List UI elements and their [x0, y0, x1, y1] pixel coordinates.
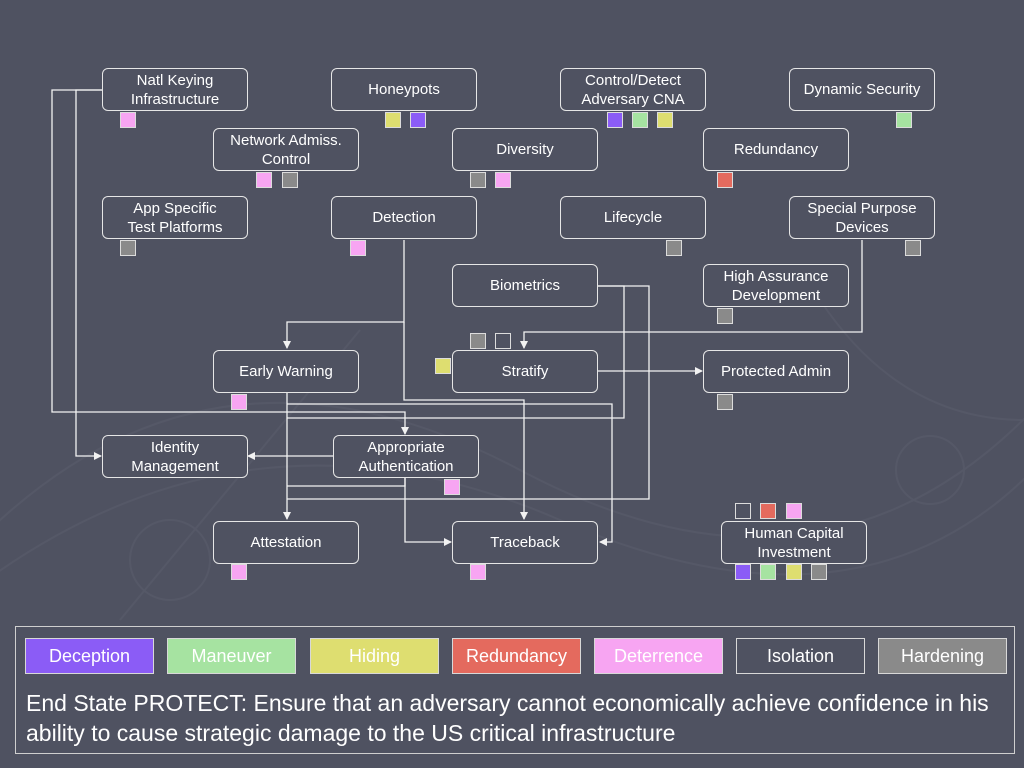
- chip-redundancy: [717, 172, 733, 188]
- node-dynamic-security[interactable]: Dynamic Security: [789, 68, 935, 111]
- node-biometrics[interactable]: Biometrics: [452, 264, 598, 307]
- node-label: Redundancy: [733, 141, 819, 158]
- chip-deterrence: [231, 564, 247, 580]
- node-label: Attestation: [250, 534, 322, 551]
- chip-deterrence: [231, 394, 247, 410]
- legend-deception: Deception: [25, 638, 154, 674]
- legend-hardening: Hardening: [878, 638, 1007, 674]
- chip-hiding: [435, 358, 451, 374]
- node-protected-admin[interactable]: Protected Admin: [703, 350, 849, 393]
- node-label: Natl Keying Infrastructure: [130, 71, 220, 108]
- node-natl-keying-infrastructure[interactable]: Natl Keying Infrastructure: [102, 68, 248, 111]
- node-attestation[interactable]: Attestation: [213, 521, 359, 564]
- legend-isolation: Isolation: [736, 638, 865, 674]
- node-label: Biometrics: [489, 277, 560, 294]
- node-app-specific-test-platforms[interactable]: App Specific Test Platforms: [102, 196, 248, 239]
- legend-hiding: Hiding: [310, 638, 439, 674]
- chip-hiding: [385, 112, 401, 128]
- chip-hardening: [717, 308, 733, 324]
- chip-hiding: [657, 112, 673, 128]
- chip-hardening: [470, 172, 486, 188]
- legend-maneuver: Maneuver: [167, 638, 296, 674]
- node-label: Human Capital Investment: [744, 524, 844, 561]
- chip-deterrence: [470, 564, 486, 580]
- node-label: Honeypots: [368, 81, 440, 98]
- chip-deterrence: [495, 172, 511, 188]
- chip-hardening: [470, 333, 486, 349]
- node-label: Early Warning: [239, 363, 333, 380]
- node-honeypots[interactable]: Honeypots: [331, 68, 477, 111]
- node-label: Traceback: [490, 534, 560, 551]
- node-label: Dynamic Security: [803, 81, 921, 98]
- chip-hardening: [811, 564, 827, 580]
- node-label: Detection: [372, 209, 436, 226]
- node-appropriate-authentication[interactable]: Appropriate Authentication: [333, 435, 479, 478]
- node-label: App Specific Test Platforms: [127, 199, 223, 236]
- node-traceback[interactable]: Traceback: [452, 521, 598, 564]
- node-label: Stratify: [501, 363, 549, 380]
- node-high-assurance-development[interactable]: High Assurance Development: [703, 264, 849, 307]
- chip-isolation: [495, 333, 511, 349]
- node-label: Control/Detect Adversary CNA: [581, 71, 685, 108]
- chip-deterrence: [444, 479, 460, 495]
- node-stratify[interactable]: Stratify: [452, 350, 598, 393]
- chip-hardening: [905, 240, 921, 256]
- node-network-admiss-control[interactable]: Network Admiss. Control: [213, 128, 359, 171]
- chip-deception: [735, 564, 751, 580]
- legend-panel: [15, 626, 1015, 754]
- chip-hiding: [786, 564, 802, 580]
- end-state-statement: End State PROTECT: Ensure that an advers…: [26, 690, 989, 746]
- chip-maneuver: [760, 564, 776, 580]
- node-label: High Assurance Development: [723, 267, 829, 304]
- node-control-detect-adversary-cna[interactable]: Control/Detect Adversary CNA: [560, 68, 706, 111]
- node-lifecycle[interactable]: Lifecycle: [560, 196, 706, 239]
- chip-hardening: [282, 172, 298, 188]
- chip-deception: [607, 112, 623, 128]
- chip-hardening: [666, 240, 682, 256]
- legend-redundancy: Redundancy: [452, 638, 581, 674]
- chip-deterrence: [350, 240, 366, 256]
- chip-deterrence: [786, 503, 802, 519]
- node-human-capital-investment[interactable]: Human Capital Investment: [721, 521, 867, 564]
- chip-maneuver: [896, 112, 912, 128]
- node-label: Diversity: [496, 141, 554, 158]
- legend-deterrence: Deterrence: [594, 638, 723, 674]
- node-identity-management[interactable]: Identity Management: [102, 435, 248, 478]
- chip-hardening: [717, 394, 733, 410]
- node-label: Protected Admin: [720, 363, 832, 380]
- chip-deception: [410, 112, 426, 128]
- node-detection[interactable]: Detection: [331, 196, 477, 239]
- chip-isolation: [735, 503, 751, 519]
- node-special-purpose-devices[interactable]: Special Purpose Devices: [789, 196, 935, 239]
- chip-deterrence: [256, 172, 272, 188]
- node-diversity[interactable]: Diversity: [452, 128, 598, 171]
- node-redundancy[interactable]: Redundancy: [703, 128, 849, 171]
- chip-deterrence: [120, 112, 136, 128]
- chip-hardening: [120, 240, 136, 256]
- node-label: Network Admiss. Control: [230, 131, 342, 168]
- chip-redundancy: [760, 503, 776, 519]
- node-label: Special Purpose Devices: [807, 199, 917, 236]
- chip-maneuver: [632, 112, 648, 128]
- node-label: Lifecycle: [603, 209, 663, 226]
- node-label: Appropriate Authentication: [358, 438, 454, 475]
- node-early-warning[interactable]: Early Warning: [213, 350, 359, 393]
- node-label: Identity Management: [131, 438, 219, 475]
